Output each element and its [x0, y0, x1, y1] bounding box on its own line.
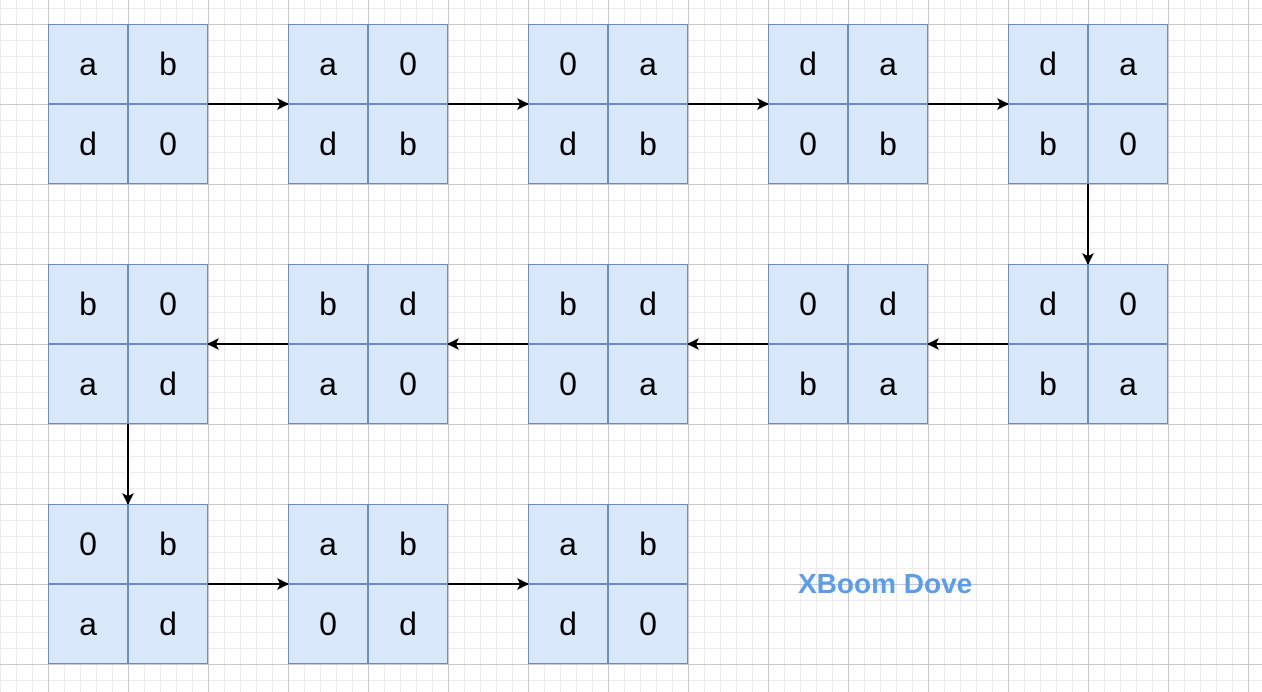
grid-cell: d [768, 24, 848, 104]
grid-cell: 0 [368, 344, 448, 424]
grid-cell: a [848, 344, 928, 424]
grid-cell: 0 [1088, 104, 1168, 184]
grid-cell: d [128, 584, 208, 664]
grid-cell: a [528, 504, 608, 584]
grid-cell: 0 [528, 344, 608, 424]
grid-cell: b [368, 504, 448, 584]
grid-cell: b [368, 104, 448, 184]
grid-cell: 0 [768, 104, 848, 184]
grid-cell: b [608, 104, 688, 184]
grid-cell: 0 [288, 584, 368, 664]
grid-cell: a [48, 344, 128, 424]
grid-cell: 0 [368, 24, 448, 104]
grid-cell: d [128, 344, 208, 424]
grid-cell: d [48, 104, 128, 184]
grid-cell: a [288, 504, 368, 584]
grid-cell: a [848, 24, 928, 104]
grid-cell: 0 [608, 584, 688, 664]
grid-cell: b [1008, 104, 1088, 184]
grid-cell: a [1088, 24, 1168, 104]
grid-cell: b [128, 24, 208, 104]
grid-cell: d [528, 584, 608, 664]
grid-cell: d [608, 264, 688, 344]
grid-cell: 0 [1088, 264, 1168, 344]
grid-cell: a [288, 344, 368, 424]
grid-cell: b [1008, 344, 1088, 424]
grid-cell: a [608, 24, 688, 104]
grid-cell: 0 [128, 264, 208, 344]
grid-cell: 0 [128, 104, 208, 184]
grid-cell: b [528, 264, 608, 344]
watermark-text: XBoom Dove [798, 568, 973, 599]
grid-cell: b [288, 264, 368, 344]
grid-cell: d [288, 104, 368, 184]
grid-cell: 0 [48, 504, 128, 584]
grid-cell: d [368, 264, 448, 344]
grid-cell: d [848, 264, 928, 344]
grid-cell: a [288, 24, 368, 104]
grid-cell: b [128, 504, 208, 584]
grid-cell: b [768, 344, 848, 424]
grid-cell: d [1008, 24, 1088, 104]
grid-cell: d [1008, 264, 1088, 344]
grid-cell: a [608, 344, 688, 424]
grid-cell: d [368, 584, 448, 664]
grid-cell: 0 [528, 24, 608, 104]
grid-cell: 0 [768, 264, 848, 344]
grid-cell: b [848, 104, 928, 184]
grid-cell: a [1088, 344, 1168, 424]
grid-cell: d [528, 104, 608, 184]
grid-cell: a [48, 584, 128, 664]
grid-cell: b [608, 504, 688, 584]
grid-cell: a [48, 24, 128, 104]
grid-cell: b [48, 264, 128, 344]
